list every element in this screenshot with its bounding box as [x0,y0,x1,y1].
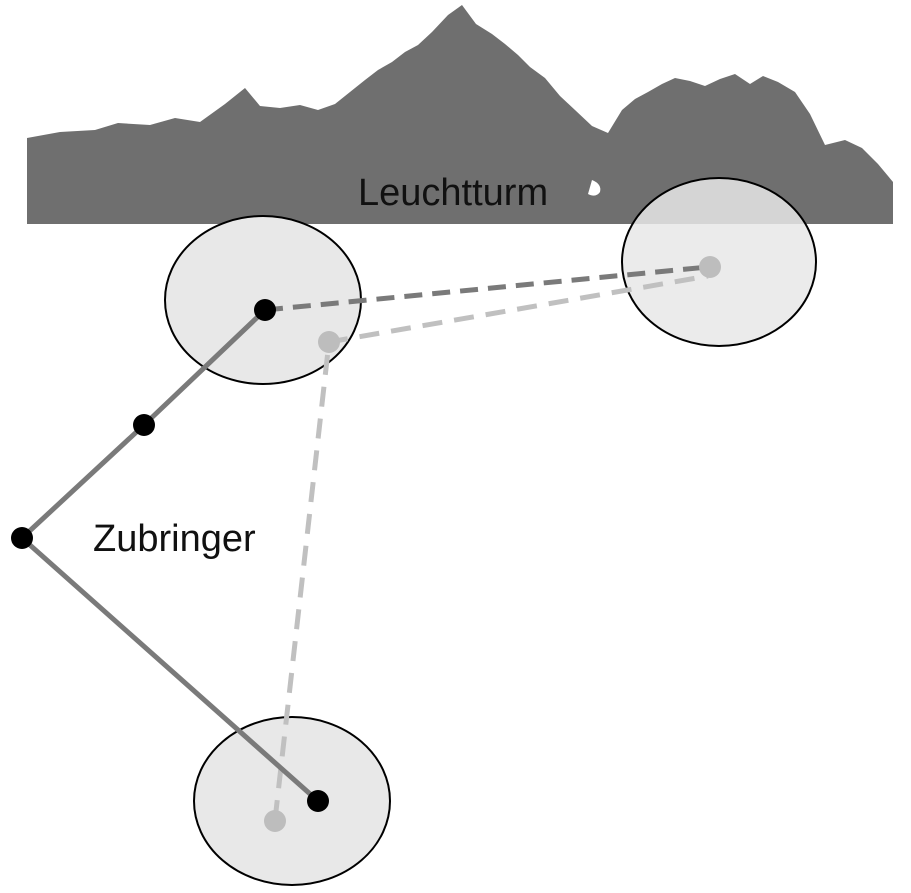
area-bottom [193,716,391,886]
node-dark-mid [133,414,155,436]
route-dashed-dark [264,264,709,313]
node-dark-bottom [307,790,329,812]
route-feeder [18,308,320,803]
label-leuchtturm: Leuchtturm [358,172,549,214]
node-dark-left [11,527,33,549]
node-light-bottom [264,810,286,832]
node-dark-top-left [254,299,276,321]
node-light-top-right [699,256,721,278]
mountain-silhouette [27,5,893,224]
label-zubringer: Zubringer [93,518,256,560]
node-light-top-mid [318,331,340,353]
mountain-notch [588,180,601,196]
